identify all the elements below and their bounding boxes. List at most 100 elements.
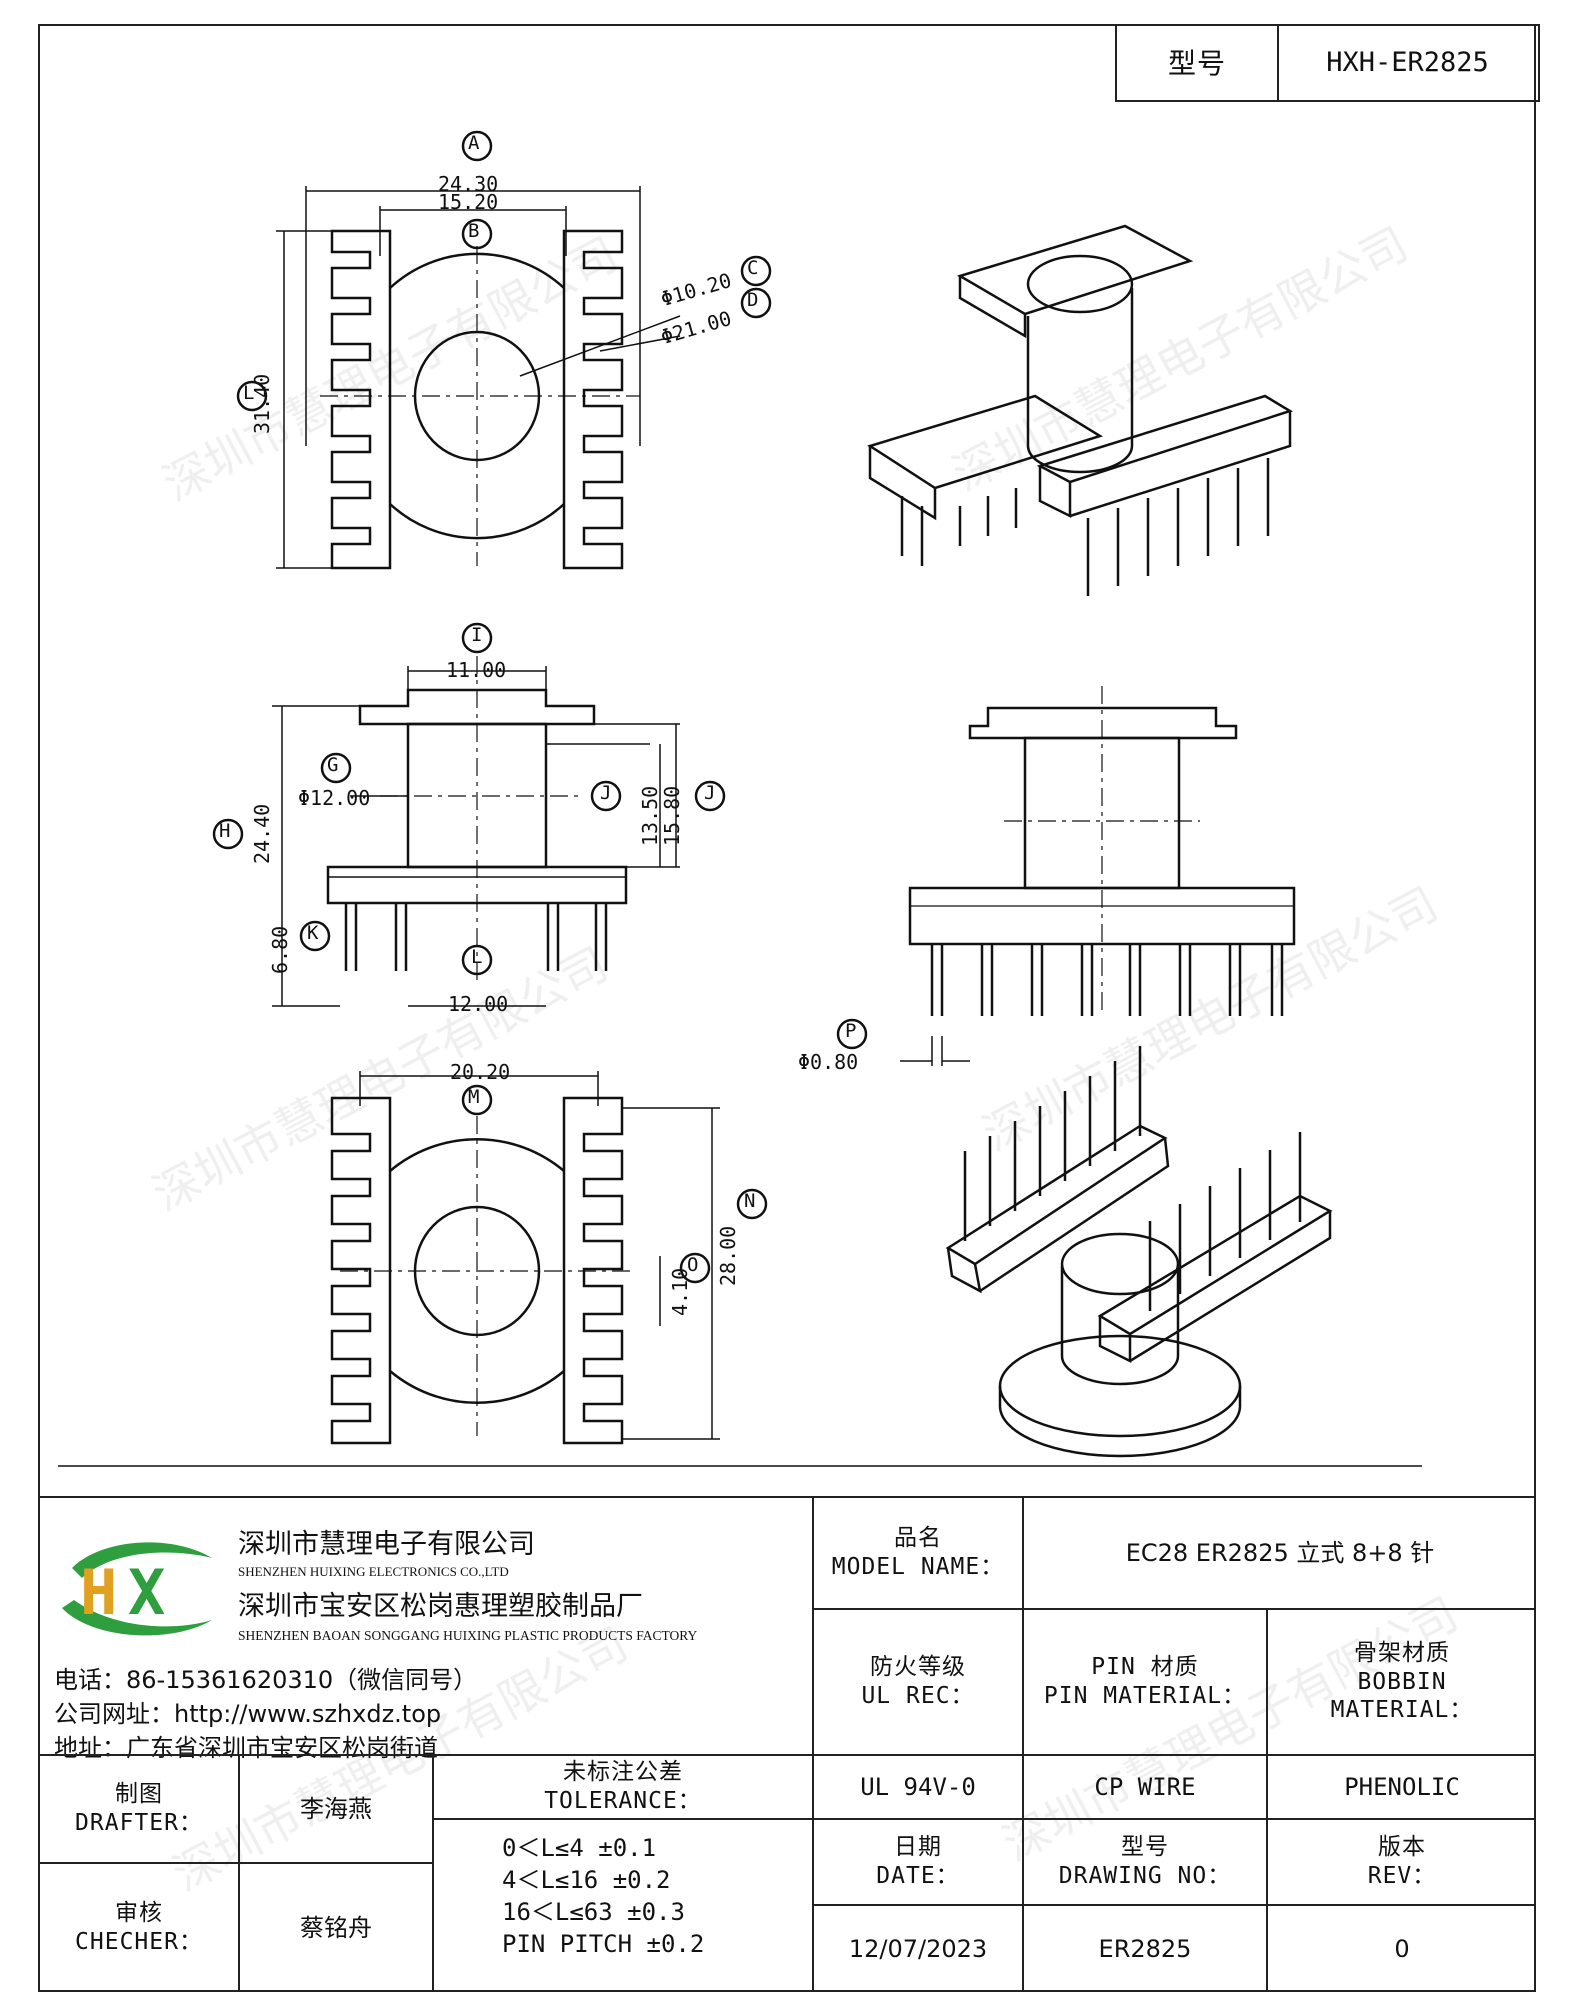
pin-material-en: PIN MATERIAL： bbox=[1043, 1683, 1247, 1709]
top-view bbox=[236, 130, 772, 570]
rev-cn: 版本 bbox=[1378, 1834, 1426, 1861]
model-name-value: EC28 ER2825 立式 8+8 针 bbox=[1125, 1539, 1435, 1567]
bobbin-material-en1: BOBBIN bbox=[1357, 1668, 1447, 1695]
checker-label: 审核 CHECHER： bbox=[40, 1864, 238, 1992]
grid-line bbox=[432, 1818, 812, 1820]
pin-material-value: CP WIRE bbox=[1094, 1773, 1196, 1801]
tolerance-line: 4＜L≤16 ±0.2 bbox=[502, 1866, 671, 1894]
drawing-no-en: DRAWING NO： bbox=[1058, 1863, 1232, 1889]
label-j-2: J bbox=[704, 782, 716, 804]
company-name-en: SHENZHEN HUIXING ELECTRONICS CO.,LTD bbox=[238, 1564, 509, 1579]
rev-value: 0 bbox=[1394, 1935, 1410, 1963]
grid-line bbox=[40, 1754, 1536, 1756]
title-block-top-line bbox=[40, 1496, 1536, 1498]
tolerance-cn: 未标注公差 bbox=[563, 1759, 683, 1786]
drafter-cn: 制图 bbox=[115, 1781, 163, 1808]
label-p: P bbox=[845, 1020, 857, 1042]
tolerance-line: 0＜L≤4 ±0.1 bbox=[502, 1834, 657, 1862]
dim-h: 24.40 bbox=[250, 803, 274, 864]
rev-en: REV： bbox=[1367, 1863, 1437, 1889]
grid-line bbox=[812, 1608, 1536, 1610]
fire-rating-en: UL REC： bbox=[861, 1683, 975, 1709]
checker-en: CHECHER： bbox=[75, 1929, 203, 1955]
label-o: O bbox=[687, 1254, 699, 1276]
tolerance-line: 16＜L≤63 ±0.3 bbox=[502, 1898, 685, 1926]
fire-rating-label: 防火等级 UL REC： bbox=[814, 1610, 1022, 1754]
company-phone: 电话：86-15361620310（微信同号） bbox=[54, 1666, 478, 1694]
dim-b: 15.20 bbox=[438, 190, 499, 214]
grid-line bbox=[812, 1904, 1536, 1906]
label-n: N bbox=[744, 1190, 756, 1212]
date-label: 日期 DATE： bbox=[814, 1820, 1022, 1904]
dim-n: 28.00 bbox=[716, 1225, 740, 1286]
tolerance-label: 未标注公差 TOLERANCE： bbox=[434, 1756, 812, 1818]
bobbin-material-label: 骨架材质 BOBBIN MATERIAL： bbox=[1268, 1610, 1536, 1754]
label-a: A bbox=[468, 132, 480, 154]
rev-label: 版本 REV： bbox=[1268, 1820, 1536, 1904]
dim-k: 6.80 bbox=[268, 925, 292, 974]
factory-name-cn: 深圳市宝安区松岗惠理塑胶制品厂 bbox=[238, 1591, 643, 1622]
tolerance-values: 0＜L≤4 ±0.1 4＜L≤16 ±0.2 16＜L≤63 ±0.3 PIN … bbox=[502, 1832, 704, 1960]
date-value: 12/07/2023 bbox=[848, 1935, 988, 1963]
pin-material-cn: PIN 材质 bbox=[1091, 1654, 1199, 1681]
technical-drawing bbox=[58, 130, 1422, 1467]
isometric-view-top bbox=[867, 224, 1294, 596]
tolerance-en: TOLERANCE： bbox=[544, 1788, 702, 1814]
dim-j2: 15.80 bbox=[660, 785, 684, 846]
grid-line bbox=[432, 1754, 434, 1992]
company-address: 地址：广东省深圳市宝安区松岗街道 bbox=[54, 1734, 438, 1762]
model-name-en: MODEL NAME： bbox=[831, 1554, 1005, 1580]
header-model-label: 型号 bbox=[1115, 24, 1279, 102]
drawing-no-value: ER2825 bbox=[1098, 1935, 1192, 1963]
label-i: I bbox=[471, 624, 483, 646]
date-cn: 日期 bbox=[894, 1834, 942, 1861]
bobbin-material-value: PHENOLIC bbox=[1344, 1773, 1460, 1801]
dim-l-bottom: 12.00 bbox=[448, 992, 509, 1016]
label-d: D bbox=[747, 289, 759, 311]
checker-value: 蔡铭舟 bbox=[300, 1914, 372, 1942]
company-website: 公司网址：http://www.szhxdz.top bbox=[54, 1700, 442, 1728]
front-view bbox=[836, 686, 1296, 1066]
tolerance-line: PIN PITCH ±0.2 bbox=[502, 1930, 705, 1958]
bottom-view bbox=[330, 1071, 768, 1445]
header-model-value: HXH-ER2825 bbox=[1277, 24, 1540, 102]
grid-line bbox=[40, 1862, 432, 1864]
bobbin-material-en2: MATERIAL： bbox=[1330, 1697, 1474, 1724]
drafter-value: 李海燕 bbox=[300, 1795, 372, 1823]
label-h: H bbox=[219, 820, 231, 842]
label-l-side: L bbox=[471, 946, 483, 968]
fire-rating-cn: 防火等级 bbox=[870, 1654, 966, 1681]
grid-line bbox=[1266, 1608, 1268, 1992]
logo-h: H bbox=[80, 1556, 117, 1629]
drafter-en: DRAFTER： bbox=[75, 1810, 203, 1836]
model-name-label: 品名 MODEL NAME： bbox=[814, 1498, 1022, 1608]
pin-material-label: PIN 材质 PIN MATERIAL： bbox=[1024, 1610, 1266, 1754]
dim-p: Φ0.80 bbox=[798, 1050, 859, 1074]
dim-m: 20.20 bbox=[450, 1060, 511, 1084]
label-m: M bbox=[468, 1086, 480, 1108]
dim-l-side: 31.40 bbox=[250, 373, 274, 434]
isometric-view-bottom bbox=[945, 1046, 1333, 1458]
company-logo: H X bbox=[52, 1528, 222, 1648]
dim-i: 11.00 bbox=[446, 658, 507, 682]
dim-g: Φ12.00 bbox=[298, 786, 371, 810]
bobbin-material-cn: 骨架材质 bbox=[1354, 1639, 1450, 1666]
dim-a: 24.30 bbox=[438, 172, 499, 196]
label-j-1: J bbox=[600, 782, 612, 804]
grid-line bbox=[1022, 1496, 1024, 1992]
drawing-no-label: 型号 DRAWING NO： bbox=[1024, 1820, 1266, 1904]
factory-name-en: SHENZHEN BAOAN SONGGANG HUIXING PLASTIC … bbox=[238, 1628, 698, 1643]
label-b: B bbox=[468, 220, 480, 242]
grid-line bbox=[812, 1818, 1536, 1820]
company-name-cn: 深圳市慧理电子有限公司 bbox=[238, 1529, 535, 1560]
hx-logo-icon: H X bbox=[62, 1542, 212, 1636]
logo-x: X bbox=[128, 1556, 165, 1629]
fire-rating-value: UL 94V-0 bbox=[860, 1773, 976, 1801]
date-en: DATE： bbox=[876, 1863, 960, 1889]
drawing-no-cn: 型号 bbox=[1121, 1834, 1169, 1861]
grid-line bbox=[238, 1754, 240, 1992]
dim-o: 4.10 bbox=[668, 1267, 692, 1316]
model-name-cn: 品名 bbox=[894, 1525, 942, 1552]
side-view bbox=[212, 622, 726, 1007]
title-divider bbox=[812, 1496, 814, 1992]
